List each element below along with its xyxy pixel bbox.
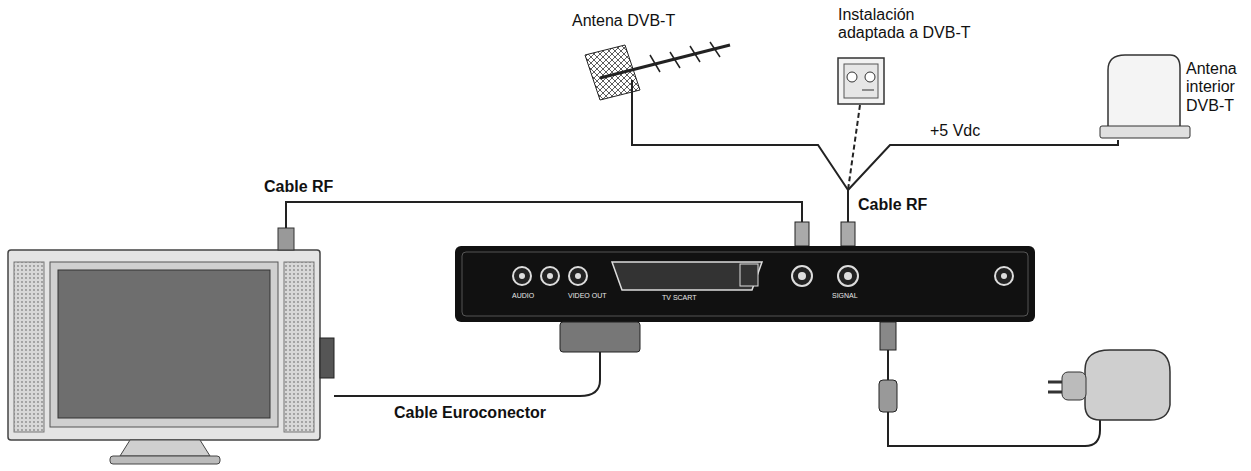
antenna-label: Antena DVB-T <box>570 12 677 30</box>
power-adapter <box>1048 350 1170 420</box>
panel-label: AUDIO <box>510 292 536 300</box>
panel-label: SIGNAL <box>830 292 860 300</box>
indoor-antenna <box>1100 55 1190 138</box>
receiver-rear-panel <box>455 246 1035 412</box>
wall-socket <box>838 58 884 104</box>
rf-plugs <box>795 222 855 246</box>
cables <box>286 100 1118 446</box>
cable-label: Cable Euroconector <box>392 404 548 422</box>
indoor-antenna-label: Antena interior DVB-T <box>1184 60 1251 115</box>
cable-label: Cable RF <box>262 178 335 196</box>
socket-label: Instalación adaptada a DVB-T <box>836 6 980 43</box>
television <box>8 228 334 464</box>
voltage-label: +5 Vdc <box>928 122 982 140</box>
cable-label: Cable RF <box>856 196 929 214</box>
outdoor-antenna <box>585 42 730 100</box>
panel-label: TV SCART <box>660 294 699 302</box>
panel-label: VIDEO OUT <box>566 292 609 300</box>
